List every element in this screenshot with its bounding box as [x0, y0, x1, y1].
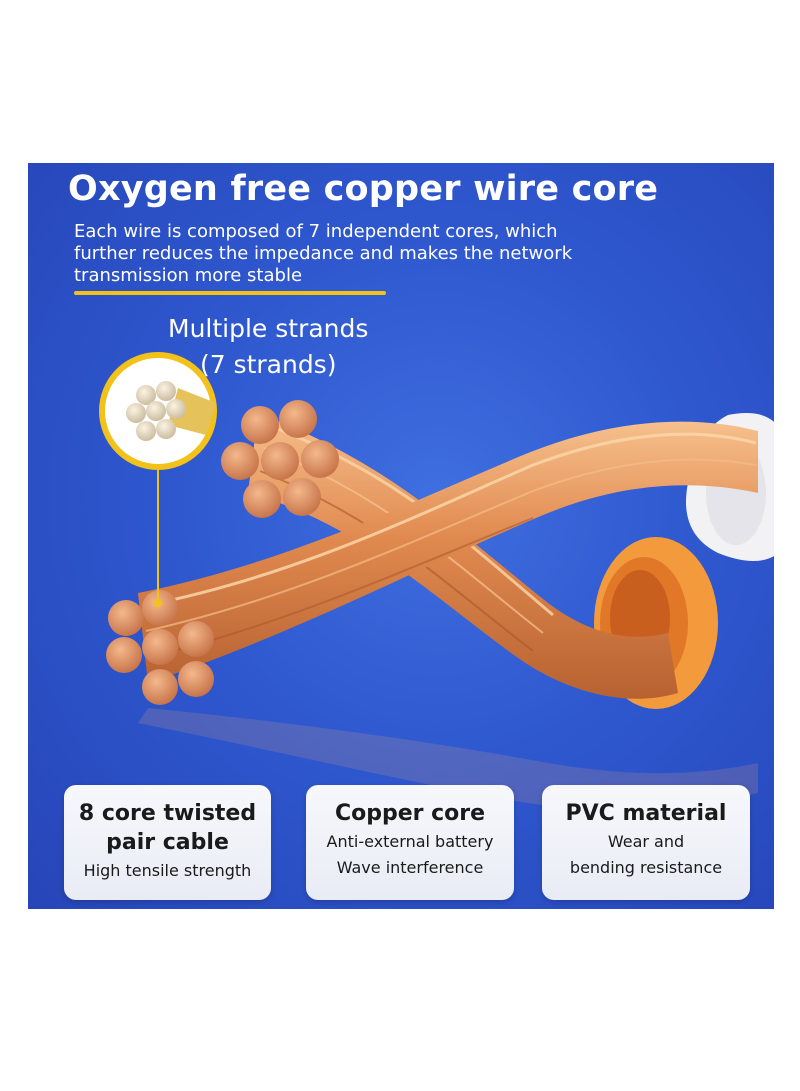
card-title: pair cable	[106, 830, 229, 855]
feature-card-pvc-material: PVC material Wear and bending resistance	[542, 785, 750, 900]
card-subtitle: bending resistance	[569, 858, 723, 877]
copper-wire-illustration	[99, 352, 774, 810]
strands-label-line: Multiple strands	[168, 314, 369, 343]
card-subtitle: Anti-external battery	[326, 832, 494, 851]
card-subtitle: Wave interference	[336, 858, 484, 877]
feature-card-twisted-pair: 8 core twisted pair cable High tensile s…	[64, 785, 271, 900]
strand-ends-lower	[106, 590, 214, 705]
strands-label-line: (7 strands)	[199, 350, 337, 379]
highlight-underline	[74, 291, 386, 295]
description-line: further reduces the impedance and makes …	[74, 243, 573, 264]
card-title: PVC material	[565, 801, 727, 826]
product-banner: Oxygen free copper wire core Each wire i…	[28, 163, 774, 909]
description: Each wire is composed of 7 independent c…	[74, 221, 634, 287]
page-title: Oxygen free copper wire core	[68, 169, 659, 209]
card-subtitle: High tensile strength	[83, 861, 252, 880]
card-title: Copper core	[334, 801, 486, 826]
description-line: transmission more stable	[74, 265, 303, 286]
strands-label: Multiple strands (7 strands)	[168, 311, 368, 383]
card-title: 8 core twisted	[78, 801, 257, 826]
callout-dot	[154, 599, 162, 607]
floor-reflection	[138, 708, 758, 810]
card-subtitle: Wear and	[607, 832, 685, 851]
feature-card-copper-core: Copper core Anti-external battery Wave i…	[306, 785, 514, 900]
strands-zoom-icon	[99, 352, 217, 470]
description-line: Each wire is composed of 7 independent c…	[74, 221, 558, 242]
strand-ends-upper	[221, 400, 339, 518]
